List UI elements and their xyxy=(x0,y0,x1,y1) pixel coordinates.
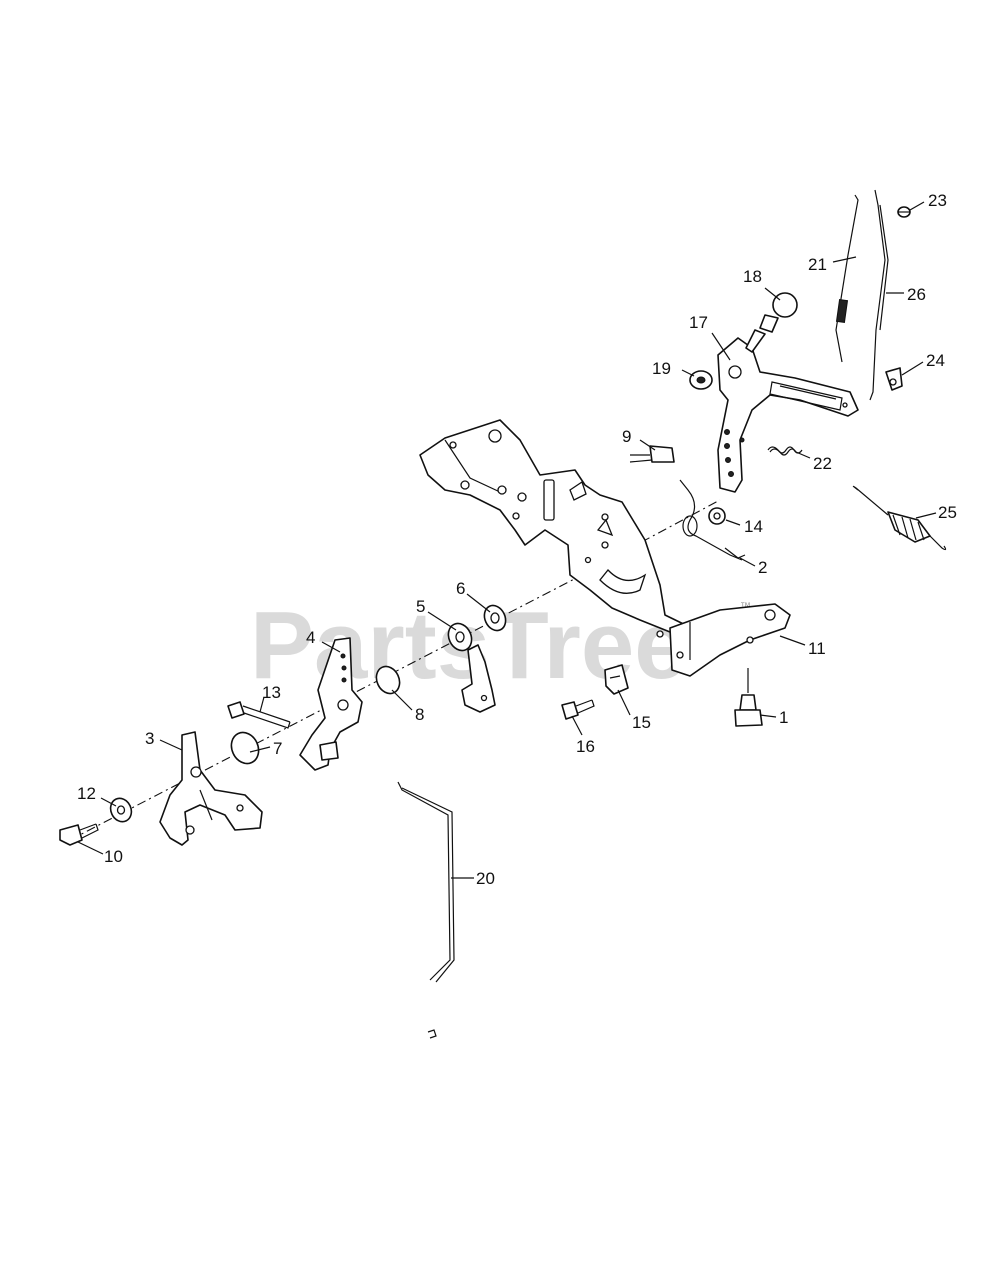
clip-15 xyxy=(604,664,629,695)
callout-6: 6 xyxy=(456,579,465,598)
bolt-16 xyxy=(561,699,595,720)
callout-2: 2 xyxy=(758,558,767,577)
callout-labels: 1 2 3 4 5 6 7 8 9 10 11 12 13 14 15 16 1… xyxy=(77,191,957,888)
rod-20 xyxy=(397,781,455,1039)
rod-26 xyxy=(869,189,889,401)
bushing-lever xyxy=(461,644,496,713)
callout-19: 19 xyxy=(652,359,671,378)
callout-1: 1 xyxy=(779,708,788,727)
bracket-11 xyxy=(656,603,791,677)
bolt-9 xyxy=(629,445,675,463)
callout-23: 23 xyxy=(928,191,947,210)
callout-5: 5 xyxy=(416,597,425,616)
callout-10: 10 xyxy=(104,847,123,866)
callout-11: 11 xyxy=(808,639,826,658)
lever-3 xyxy=(159,731,263,846)
callout-26: 26 xyxy=(907,285,926,304)
callout-18: 18 xyxy=(743,267,762,286)
spring-22 xyxy=(767,446,803,456)
callout-17: 17 xyxy=(689,313,708,332)
spring-25 xyxy=(852,485,947,551)
lever-4 xyxy=(299,637,363,771)
clip-24 xyxy=(885,367,903,391)
nut-19 xyxy=(689,370,713,390)
callout-14: 14 xyxy=(744,517,763,536)
nut-14 xyxy=(708,507,726,525)
callout-3: 3 xyxy=(145,729,154,748)
spring-clip-2 xyxy=(679,479,746,561)
callout-24: 24 xyxy=(926,351,945,370)
screw-23 xyxy=(897,206,911,218)
bolt-1 xyxy=(734,668,763,727)
callout-7: 7 xyxy=(273,739,282,758)
callout-25: 25 xyxy=(938,503,957,522)
washer-12 xyxy=(109,797,133,823)
callout-13: 13 xyxy=(262,683,281,702)
callout-12: 12 xyxy=(77,784,96,803)
washer-7 xyxy=(230,731,260,765)
washer-6 xyxy=(483,604,507,632)
callout-22: 22 xyxy=(813,454,832,473)
callout-20: 20 xyxy=(476,869,495,888)
mounting-plate xyxy=(419,419,701,641)
callout-9: 9 xyxy=(622,427,631,446)
pedal-lever-17 xyxy=(717,337,859,493)
callout-8: 8 xyxy=(415,705,424,724)
callout-21: 21 xyxy=(808,255,827,274)
bolt-13 xyxy=(227,701,291,729)
callout-15: 15 xyxy=(632,713,651,732)
callout-4: 4 xyxy=(306,628,315,647)
callout-16: 16 xyxy=(576,737,595,756)
rod-21 xyxy=(835,194,859,363)
knob-18 xyxy=(745,292,798,353)
bolt-10 xyxy=(59,823,99,846)
assembly-axis xyxy=(69,544,641,841)
washer-5 xyxy=(447,622,473,652)
leader-lines xyxy=(77,201,937,879)
